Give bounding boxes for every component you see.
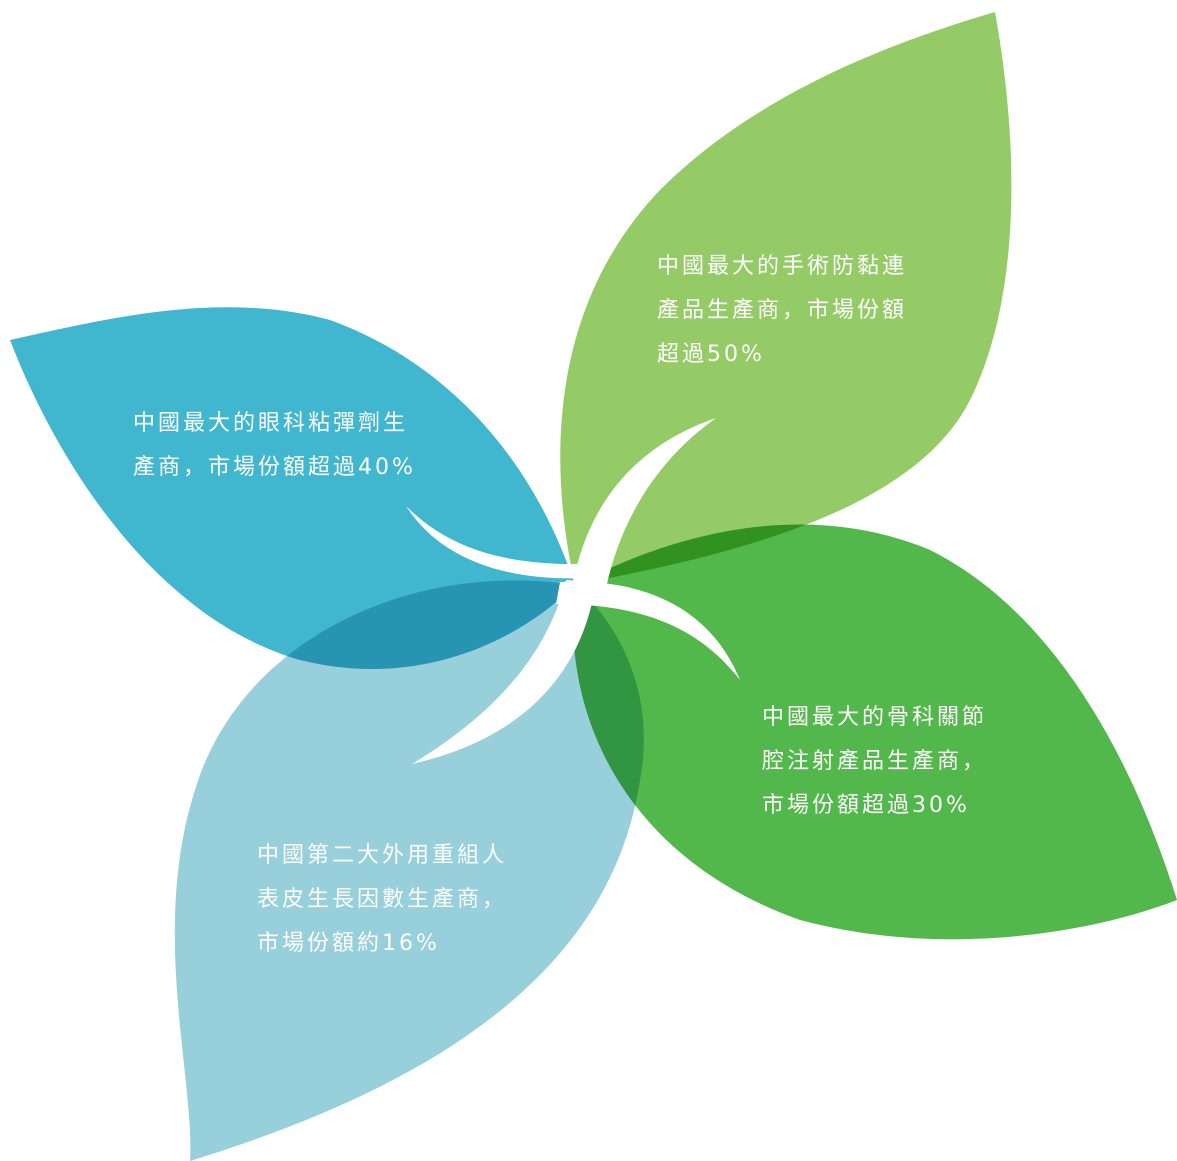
label-anti-adhesion: 中國最大的手術防黏連 產品生產商，市場份額 超過50% [657,245,907,377]
petal-orthopedic [573,524,1177,940]
label-line: 中國最大的骨科關節 [762,705,988,730]
label-orthopedic: 中國最大的骨科關節 腔注射產品生產商， 市場份額超過30% [762,696,987,828]
swirl-arm-left [406,506,592,579]
label-line: 產商，市場份額超過40% [133,455,416,480]
swirl-arm-right [556,581,740,680]
label-line: 市場份額超過30% [762,793,970,818]
label-line: 產品生產商，市場份額 [657,298,908,323]
swirl-arm-bottom [412,580,596,764]
petal-egf [174,580,644,1161]
label-line: 中國第二大外用重組人 [257,843,508,868]
label-line: 中國最大的眼科粘彈劑生 [133,411,409,436]
label-line: 腔注射產品生產商， [762,749,988,774]
petal-ophthalmic [10,307,575,670]
label-line: 中國最大的手術防黏連 [657,254,908,279]
label-egf: 中國第二大外用重組人 表皮生長因數生產商， 市場份額約16% [257,834,507,966]
label-line: 表皮生長因數生產商， [257,887,508,912]
label-line: 超過50% [657,342,765,367]
label-ophthalmic: 中國最大的眼科粘彈劑生 產商，市場份額超過40% [133,402,416,490]
swirl-arm-top [572,418,716,588]
label-line: 市場份額約16% [257,931,440,956]
